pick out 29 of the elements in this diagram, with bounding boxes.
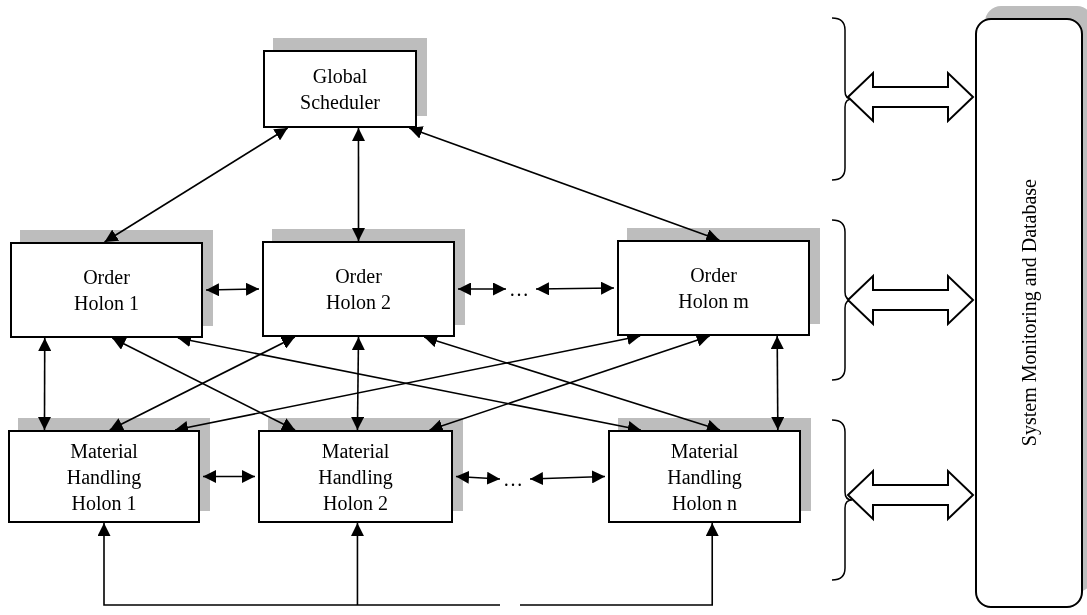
panel-label: System Monitoring and Database: [1017, 179, 1042, 447]
double-block-arrow: [846, 468, 975, 522]
arrow: [529, 470, 606, 486]
arrow: [350, 522, 364, 606]
arrow: [519, 522, 719, 606]
holon-box: Order Holon 2: [262, 241, 455, 337]
database-panel: [975, 18, 1083, 608]
ellipsis-text: …: [503, 469, 523, 489]
arrow: [352, 127, 365, 242]
holon-box: Order Holon m: [617, 240, 810, 336]
arrow: [205, 282, 260, 297]
holon-box: Material Handling Holon 1: [8, 430, 200, 523]
arrow: [38, 337, 52, 431]
ellipsis-text: …: [509, 279, 529, 299]
arrow: [103, 127, 289, 243]
holon-box: Material Handling Holon n: [608, 430, 801, 523]
double-block-arrow: [846, 273, 975, 327]
arrow: [535, 281, 615, 296]
holon-box: Order Holon 1: [10, 242, 203, 338]
arrow: [351, 336, 365, 431]
arrow: [455, 470, 501, 485]
arrow: [457, 282, 507, 296]
double-block-arrow: [846, 70, 975, 124]
arrow: [97, 522, 501, 606]
arrow: [202, 470, 256, 483]
holon-box: Global Scheduler: [263, 50, 417, 128]
arrow: [408, 126, 721, 242]
arrow: [770, 335, 785, 431]
holon-box: Material Handling Holon 2: [258, 430, 453, 523]
